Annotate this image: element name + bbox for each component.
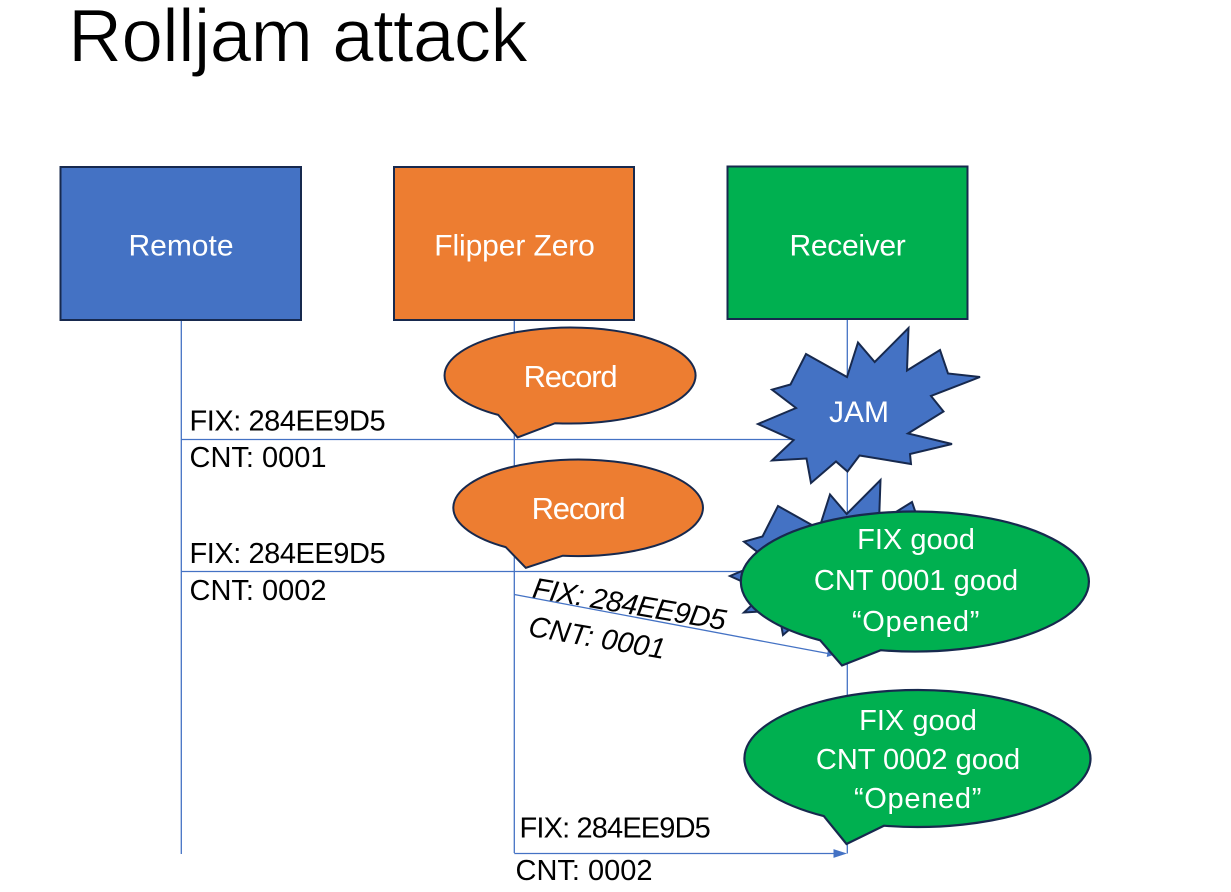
svg-text:FIX good: FIX good — [857, 524, 975, 556]
svg-text:FIX good: FIX good — [859, 705, 977, 737]
svg-text:“Opened”: “Opened” — [852, 606, 980, 638]
svg-text:FIX: 284EE9D5: FIX: 284EE9D5 — [190, 406, 386, 438]
svg-text:Remote: Remote — [128, 230, 233, 263]
svg-text:Record: Record — [524, 359, 617, 394]
svg-text:Flipper Zero: Flipper Zero — [434, 230, 595, 263]
svg-text:“Opened”: “Opened” — [854, 783, 982, 815]
svg-text:CNT: 0001: CNT: 0001 — [190, 442, 327, 474]
svg-text:CNT 0002 good: CNT 0002 good — [816, 744, 1020, 776]
svg-text:CNT: 0002: CNT: 0002 — [190, 575, 327, 607]
svg-text:Receiver: Receiver — [790, 230, 906, 263]
svg-text:CNT 0001 good: CNT 0001 good — [814, 565, 1018, 597]
svg-text:FIX: 284EE9D5: FIX: 284EE9D5 — [520, 813, 710, 845]
svg-text:Record: Record — [532, 491, 625, 526]
svg-text:Rolljam attack: Rolljam attack — [68, 0, 528, 78]
svg-text:JAM: JAM — [829, 396, 889, 429]
svg-text:CNT: 0002: CNT: 0002 — [516, 855, 653, 887]
svg-text:FIX: 284EE9D5: FIX: 284EE9D5 — [190, 538, 386, 570]
